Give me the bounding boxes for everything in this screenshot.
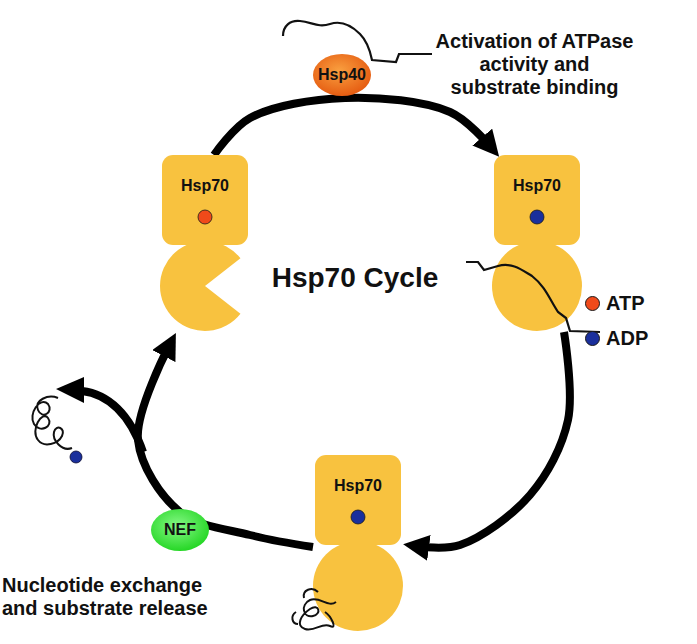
node-body: Hsp40: [312, 53, 372, 97]
closed-binding-domain: [313, 541, 403, 631]
substrate-chain: [283, 21, 432, 62]
hsp70-chaperone: Hsp70: [313, 455, 403, 632]
node-body: Hsp70: [313, 455, 403, 632]
released-substrate: [32, 397, 72, 449]
nucleotide-domain: [494, 155, 580, 245]
legend-swatch: [585, 331, 600, 346]
legend-label: ADP: [606, 327, 648, 349]
substrate-chain: [466, 262, 600, 332]
legend-swatch: [585, 296, 600, 311]
hsp70-chaperone: Hsp70: [160, 155, 250, 332]
protein-ellipse: [151, 509, 209, 551]
node-body: Hsp70: [160, 155, 250, 332]
bound-nucleotide: [198, 210, 212, 224]
cycle-arrow: [214, 98, 489, 155]
protein-name: Hsp70: [513, 177, 561, 195]
released-nucleotide: [70, 451, 82, 463]
protein-ellipse: [313, 54, 371, 96]
protein-name: Hsp40: [318, 66, 366, 84]
legend-item: ADP: [585, 327, 648, 349]
nucleotide-domain: [315, 455, 401, 545]
protein-name: NEF: [164, 521, 196, 539]
folded-substrate: [292, 589, 336, 629]
step-annotation: Activation of ATPase activity and substr…: [433, 30, 636, 99]
closed-binding-domain: [492, 241, 582, 331]
hsp70-chaperone: Hsp70: [492, 155, 582, 332]
bound-nucleotide: [530, 210, 544, 224]
cycle-arrow: [419, 332, 570, 548]
hsp40-cochaperone: Hsp40: [312, 53, 372, 97]
open-binding-domain: [160, 241, 240, 331]
nef-cofactor: NEF: [150, 508, 210, 552]
legend-label: ATP: [606, 292, 645, 314]
node-body: Hsp70: [492, 155, 582, 332]
protein-name: Hsp70: [181, 177, 229, 195]
bound-nucleotide: [351, 510, 365, 524]
protein-name: Hsp70: [334, 477, 382, 495]
step-annotation: Nucleotide exchange and substrate releas…: [2, 574, 217, 620]
legend-item: ATP: [585, 292, 645, 314]
node-body: NEF: [150, 508, 210, 552]
nucleotide-domain: [162, 155, 248, 245]
release-arrow-head: [56, 377, 84, 403]
cycle-heading: Hsp70 Cycle: [255, 262, 455, 294]
release-arrow: [82, 391, 143, 452]
